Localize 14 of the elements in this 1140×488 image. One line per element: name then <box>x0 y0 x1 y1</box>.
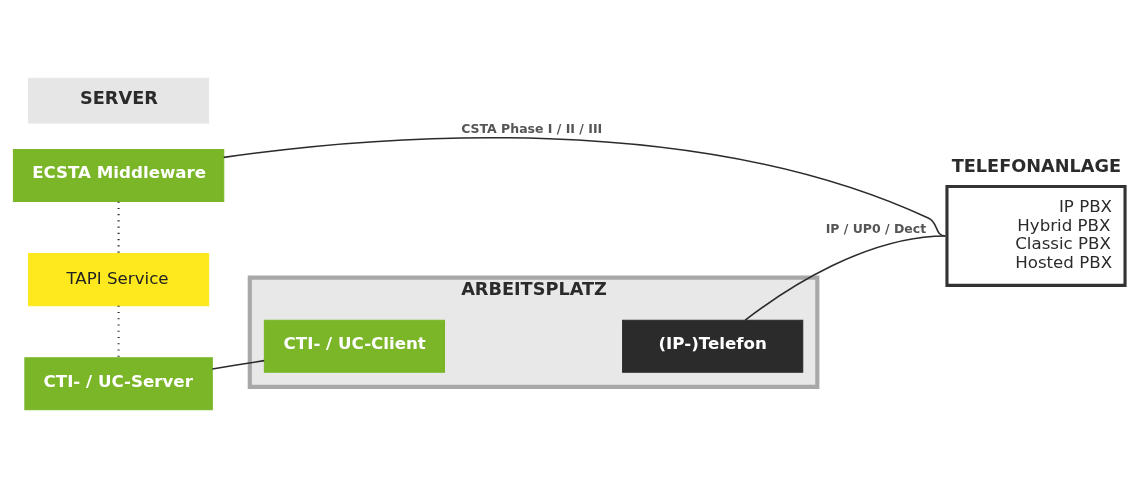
connector <box>117 201 120 254</box>
connector <box>117 305 120 358</box>
node-label: TELEFONANLAGE <box>951 155 1122 176</box>
node-box: CTI- / UC-Server <box>24 357 213 411</box>
node-box: TAPI Service <box>28 253 210 307</box>
node-box: IP PBX Hybrid PBX Classic PBX Hosted PBX <box>945 184 1127 287</box>
edge-label: IP / UP0 / Dect <box>825 221 927 237</box>
node-box: (IP-)Telefon <box>622 319 804 373</box>
edge-label: CSTA Phase I / II / III <box>461 121 603 137</box>
connector <box>211 359 265 370</box>
connector <box>744 235 947 321</box>
node-box: CTI- / UC-Client <box>263 319 446 373</box>
node-box: SERVER <box>28 77 210 124</box>
node-box: ECSTA Middleware <box>12 149 225 203</box>
